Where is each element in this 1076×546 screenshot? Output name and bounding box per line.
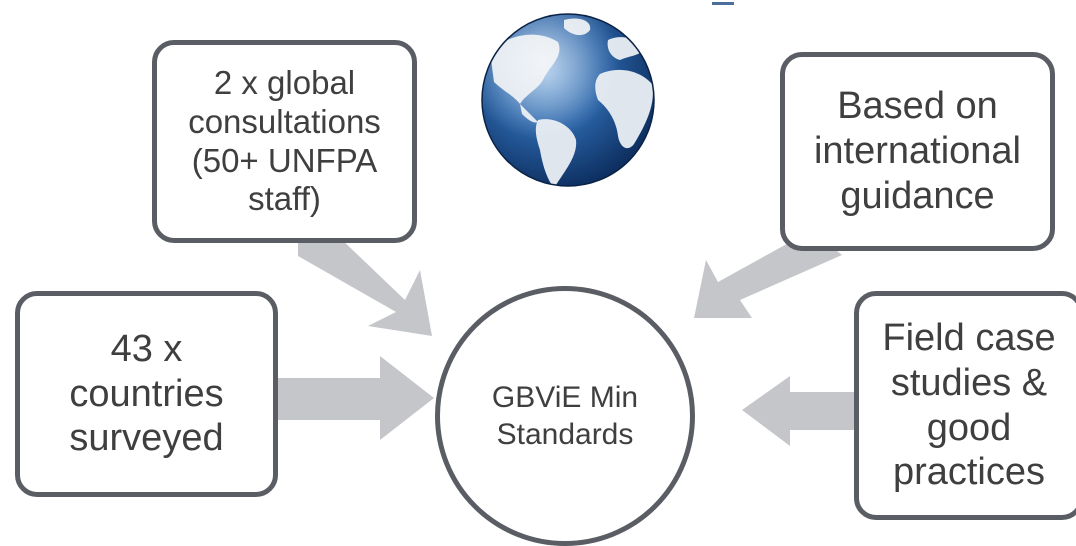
title-dash	[712, 2, 734, 5]
center-line-2: Standards	[496, 418, 634, 451]
field-line-1: Field case	[882, 316, 1056, 359]
countries-line-1: 43 x	[110, 327, 183, 370]
consultations-box: 2 x global consultations (50+ UNFPA staf…	[152, 40, 417, 243]
arrow-from-consultations	[298, 236, 432, 336]
consultations-line-3: (50+ UNFPA	[191, 141, 378, 179]
field-line-2: studies &	[890, 361, 1048, 404]
arrow-from-guidance	[694, 230, 842, 318]
center-line-1: GBViE Min	[491, 380, 639, 414]
arrow-from-field	[742, 376, 856, 446]
consultations-line-1: 2 x global	[213, 63, 356, 101]
field-line-3: good	[926, 406, 1012, 449]
globe-icon	[481, 13, 655, 187]
countries-box: 43 x countries surveyed	[15, 291, 278, 497]
consultations-line-2: consultations	[188, 102, 381, 140]
countries-line-2: countries	[69, 372, 224, 415]
guidance-line-1: Based on	[837, 85, 998, 128]
consultations-line-4: staff)	[248, 180, 321, 218]
countries-line-3: surveyed	[69, 417, 224, 460]
arrow-from-countries	[278, 356, 434, 440]
guidance-box: Based on international guidance	[780, 52, 1055, 251]
center-circle: GBViE Min Standards	[435, 286, 695, 546]
field-box: Field case studies & good practices	[854, 291, 1076, 520]
guidance-line-3: guidance	[840, 174, 995, 217]
guidance-line-2: international	[813, 130, 1022, 173]
field-line-4: practices	[892, 451, 1046, 494]
